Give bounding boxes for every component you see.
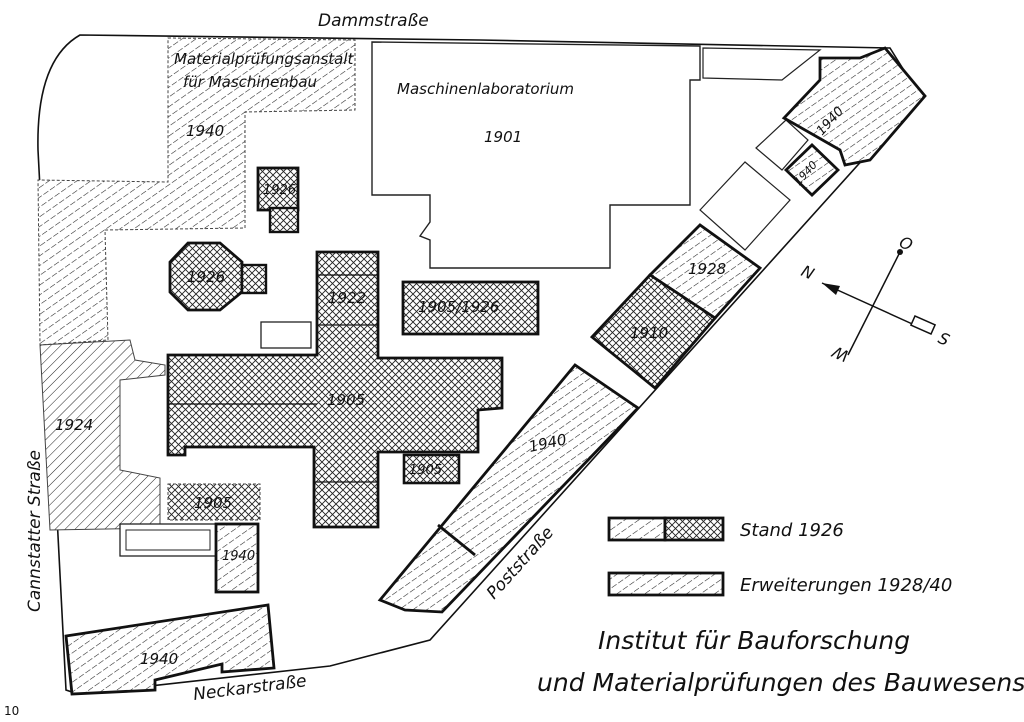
outline-building-ne-1 (702, 47, 822, 81)
building-1910 (589, 273, 718, 390)
legend-label-erweiterungen: Erweiterungen 1928/40 (740, 575, 952, 596)
label-materialpruefung-line1: Materialprüfungsanstalt (174, 50, 355, 68)
street-label-cannstatter: Cannstatter Straße (25, 450, 45, 612)
building-1905-small (402, 453, 461, 485)
building-1905-lower (167, 483, 261, 521)
building-1926-octagon (168, 241, 244, 312)
label-1905-1926: 1905/1926 (418, 298, 499, 316)
legend-label-stand: Stand 1926 (740, 520, 844, 541)
street-label-neckar: Neckarstraße (192, 671, 307, 705)
label-1910: 1910 (630, 324, 668, 342)
street-label-damm: Dammstraße (318, 11, 429, 31)
building-1940-poststrasse (377, 363, 641, 614)
page-number: 10 (4, 704, 20, 718)
building-1926-small (256, 166, 300, 212)
compass-rose (821, 249, 937, 356)
compass-label-w: W (828, 341, 851, 365)
outline-building-ne-3 (699, 161, 791, 251)
outline-building-ne-2 (755, 119, 809, 171)
map-title-line2: und Materialprüfungen des Bauwesens (537, 668, 1024, 697)
label-materialpruefung-line2: für Maschinenbau (183, 73, 317, 91)
label-1905-small: 1905 (409, 463, 442, 478)
building-1940-ne-big (781, 46, 927, 167)
building-materialpruefung-1940 (37, 37, 356, 346)
building-1926-small-annex (268, 206, 300, 234)
outline-building-lower-inner (125, 529, 211, 551)
label-1924: 1924 (55, 416, 93, 434)
label-1905-main: 1905 (327, 391, 365, 409)
label-materialpruefung-year: 1940 (186, 122, 224, 140)
building-1940-neckarstrasse (64, 603, 276, 696)
label-1922: 1922 (328, 289, 366, 307)
legend-swatch-stand (607, 516, 667, 542)
label-1926-octagon: 1926 (187, 268, 225, 286)
label-1940-neckar: 1940 (140, 650, 178, 668)
label-maschinenlab-name: Maschinenlaboratorium (397, 80, 574, 98)
label-1905-lower: 1905 (194, 494, 232, 512)
building-1940-ne-small (783, 143, 841, 197)
building-1905-main (166, 250, 504, 529)
label-1926-small: 1926 (263, 183, 296, 198)
compass-label-s: S (935, 328, 952, 349)
label-1928: 1928 (688, 260, 726, 278)
label-maschinenlab-year: 1901 (484, 128, 522, 146)
building-1926-octagon-annex (240, 263, 268, 295)
building-1905-1926 (401, 280, 540, 336)
site-boundary (37, 34, 921, 695)
legend-swatch-erweiterungen (607, 571, 725, 597)
legend-swatch-stand-cross (663, 516, 725, 542)
outline-building-small (260, 321, 312, 349)
building-1924 (39, 339, 166, 531)
poststrasse-building-divider (437, 523, 476, 557)
label-1940-lower-left: 1940 (222, 549, 255, 564)
building-1940-lower-left (214, 522, 260, 594)
building-maschinenlaboratorium (371, 41, 701, 269)
compass-label-n: N (798, 261, 817, 283)
map-title-line1: Institut für Bauforschung (598, 626, 910, 655)
